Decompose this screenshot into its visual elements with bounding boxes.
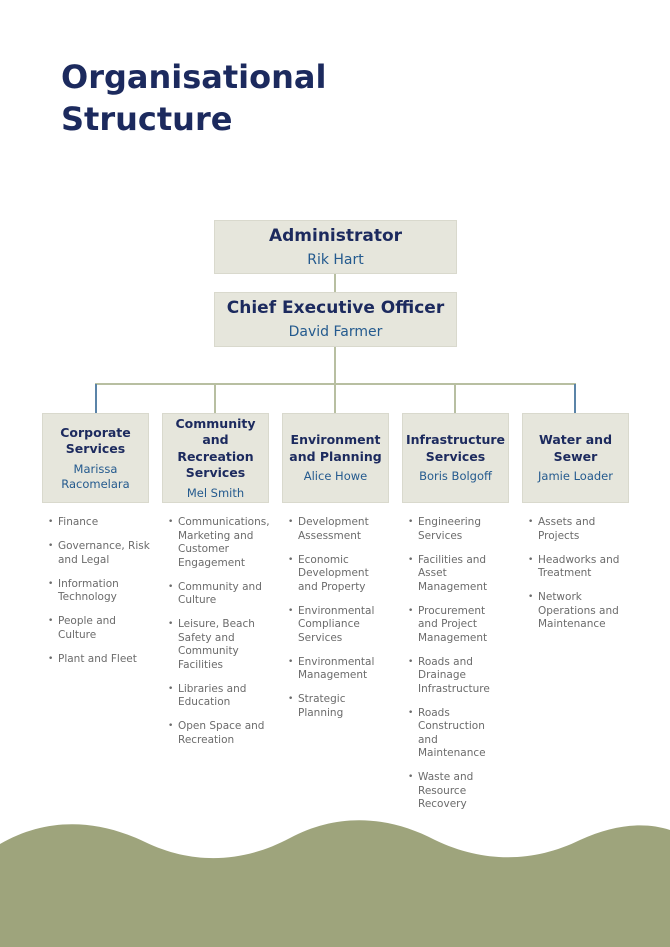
list-item: Communications, Marketing and Customer E…	[168, 516, 270, 570]
list-item: Roads and Drainage Infrastructure	[408, 656, 492, 697]
list-item: Network Operations and Maintenance	[528, 591, 630, 632]
administrator-name: Rik Hart	[307, 251, 364, 268]
list-item: Environmental Compliance Services	[288, 605, 390, 646]
list-item: Plant and Fleet	[48, 653, 150, 667]
dept-head: Boris Bolgoff	[419, 469, 492, 483]
footer-wave-shape	[0, 820, 670, 947]
corporate-functions-list: Finance Governance, Risk and Legal Infor…	[48, 516, 150, 677]
list-item: Roads Construction and Maintenance	[408, 707, 492, 761]
page-title: Organisational Structure	[61, 56, 421, 140]
connector-ceo-down	[334, 347, 336, 384]
connector-corporate	[95, 384, 97, 413]
list-item: Community and Culture	[168, 581, 270, 608]
dept-title: Community and Recreation Services	[175, 415, 256, 481]
list-item: Leisure, Beach Safety and Community Faci…	[168, 618, 270, 672]
administrator-box: Administrator Rik Hart	[214, 220, 457, 274]
list-item: Headworks and Treatment	[528, 554, 630, 581]
dept-head: Marissa Racomelara	[61, 461, 130, 491]
list-item: Facilities and Asset Management	[408, 554, 492, 595]
water-functions-list: Assets and Projects Headworks and Treatm…	[528, 516, 630, 642]
dept-water-box: Water and Sewer Jamie Loader	[522, 413, 629, 503]
connector-admin-ceo	[334, 274, 336, 292]
dept-head: Alice Howe	[303, 469, 368, 483]
list-item: People and Culture	[48, 615, 150, 642]
dept-head: Mel Smith	[186, 485, 245, 500]
dept-environment-box: Environment and Planning Alice Howe	[282, 413, 389, 503]
connector-water	[574, 384, 576, 413]
list-item: Open Space and Recreation	[168, 720, 270, 747]
dept-title: Infrastructure Services	[406, 432, 505, 464]
page-title-line-1: Organisational	[61, 58, 327, 96]
dept-title: Water and Sewer	[538, 432, 613, 464]
connector-community	[214, 384, 216, 413]
dept-infrastructure-box: Infrastructure Services Boris Bolgoff	[402, 413, 509, 503]
dept-head: Jamie Loader	[538, 469, 613, 483]
dept-title: Environment and Planning	[289, 432, 382, 464]
list-item: Strategic Planning	[288, 693, 390, 720]
connector-environment	[334, 384, 336, 413]
list-item: Environmental Management	[288, 656, 390, 683]
environment-functions-list: Development Assessment Economic Developm…	[288, 516, 390, 731]
dept-community-box: Community and Recreation Services Mel Sm…	[162, 413, 269, 503]
list-item: Procurement and Project Management	[408, 605, 492, 646]
list-item: Libraries and Education	[168, 683, 270, 710]
list-item: Finance	[48, 516, 150, 530]
list-item: Governance, Risk and Legal	[48, 540, 150, 567]
community-functions-list: Communications, Marketing and Customer E…	[168, 516, 270, 758]
list-item: Engineering Services	[408, 516, 492, 543]
ceo-box: Chief Executive Officer David Farmer	[214, 292, 457, 347]
dept-corporate-box: Corporate Services Marissa Racomelara	[42, 413, 149, 503]
infrastructure-functions-list: Engineering Services Facilities and Asse…	[408, 516, 492, 822]
footer-wave	[0, 820, 670, 947]
list-item: Information Technology	[48, 578, 150, 605]
list-item: Economic Development and Property	[288, 554, 390, 595]
connector-infrastructure	[454, 384, 456, 413]
dept-title: Corporate Services	[60, 424, 131, 457]
ceo-name: David Farmer	[288, 324, 383, 340]
page-title-line-2: Structure	[61, 100, 233, 138]
ceo-role: Chief Executive Officer	[226, 298, 445, 318]
list-item: Development Assessment	[288, 516, 390, 543]
administrator-role: Administrator	[268, 225, 403, 246]
list-item: Assets and Projects	[528, 516, 630, 543]
list-item: Waste and Resource Recovery	[408, 771, 492, 812]
